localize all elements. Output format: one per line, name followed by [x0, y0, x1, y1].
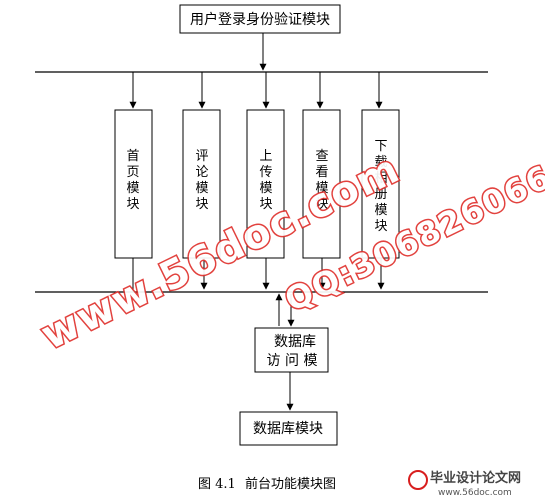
module-home-label: 首页模块: [126, 149, 139, 212]
logo-name: 毕业设计论文网: [430, 470, 521, 486]
module-home-box: 首页模块: [114, 109, 153, 259]
figure-number: 图 4.1: [198, 477, 236, 492]
module-upload-box: 上传模块: [246, 109, 285, 259]
db-access-line1: 数据库: [274, 334, 316, 350]
figure-title: 前台功能模块图: [245, 476, 336, 492]
logo-emblem-icon: [408, 470, 428, 490]
db-access-line2: 访 问 模: [267, 353, 318, 369]
watermark: www.56doc.com QQ:306826066: [33, 144, 545, 361]
db-module-box: 数据库模块: [239, 411, 338, 446]
auth-module-label: 用户登录身份验证模块: [190, 11, 330, 28]
site-logo: 毕业设计论文网 www.56doc.com: [408, 470, 521, 498]
db-access-box: 数据库 访 问 模: [254, 327, 329, 373]
logo-url: www.56doc.com: [438, 488, 512, 498]
module-comment-box: 评论模块: [182, 109, 221, 259]
db-module-label: 数据库模块: [253, 421, 323, 437]
module-view-label: 查看模块: [315, 149, 328, 212]
module-download-label: 下载相册模块: [374, 139, 387, 234]
auth-module-box: 用户登录身份验证模块: [179, 4, 341, 34]
module-comment-label: 评论模块: [195, 149, 208, 212]
module-download-box: 下载相册模块: [361, 109, 400, 259]
module-view-box: 查看模块: [302, 109, 341, 259]
figure-caption: 图 4.1 前台功能模块图: [198, 476, 336, 492]
module-upload-label: 上传模块: [259, 149, 272, 212]
